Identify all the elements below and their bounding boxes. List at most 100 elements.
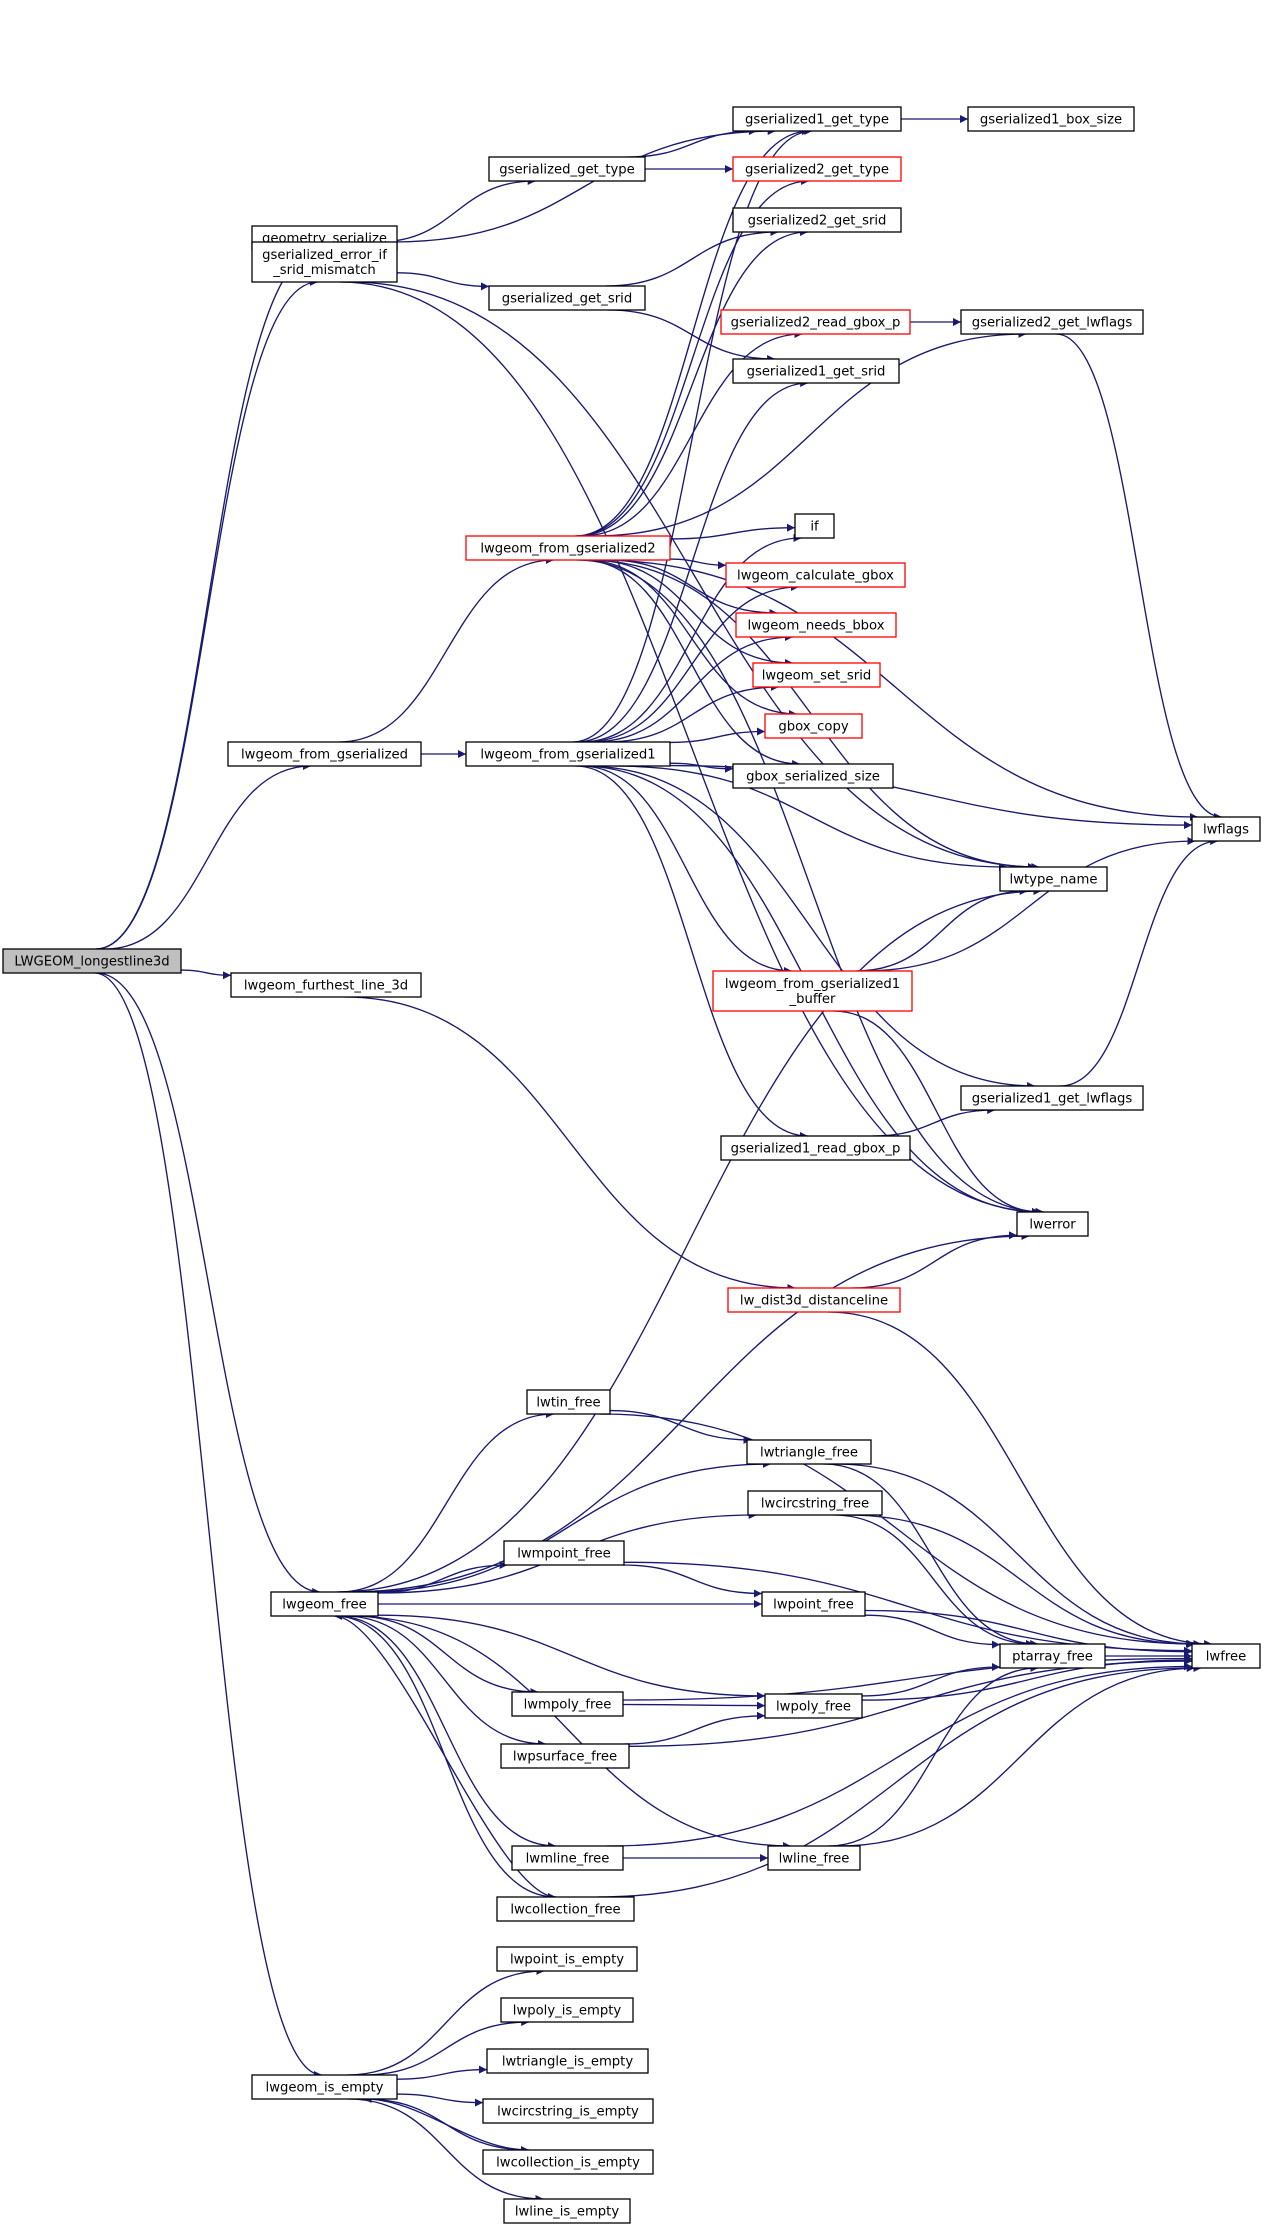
node-label: lwpoly_free (776, 1700, 851, 1715)
edge-root-to-geometry-serialize (95, 246, 321, 950)
edge-lwgeom-from-gserialized2-to-lwgeom-needs-bbox (606, 559, 778, 617)
node-gserialized2-get-srid[interactable]: gserialized2_get_srid (732, 207, 902, 233)
node-label: lwgeom_from_gserialized1 (725, 977, 900, 992)
node-box (251, 241, 398, 283)
node-lwmline-free[interactable]: lwmline_free (511, 1845, 624, 1871)
node-box (482, 2098, 654, 2124)
node-lwcollection-free[interactable]: lwcollection_free (496, 1896, 635, 1922)
node-box (794, 513, 835, 539)
node-lwtriangle-is-empty[interactable]: lwtriangle_is_empty (486, 2048, 649, 2074)
node-lwmpoint-free[interactable]: lwmpoint_free (503, 1540, 625, 1566)
node-label: lwmline_free (526, 1852, 610, 1867)
node-lwflags[interactable]: lwflags (1191, 816, 1261, 842)
node-box (727, 1287, 901, 1313)
edge-gserialized-error-if-srid-mismatch-to-lwtype-name (348, 281, 1040, 871)
node-label: lwgeom_from_gserialized2 (480, 542, 655, 557)
edge-lwline-free-to-lwfree (838, 1664, 1202, 1847)
node-gserialized1-get-srid[interactable]: gserialized1_get_srid (732, 358, 900, 384)
node-gserialized-get-srid[interactable]: gserialized_get_srid (488, 285, 646, 311)
node-gserialized1-get-type[interactable]: gserialized1_get_type (732, 106, 902, 132)
edge-lwgeom-from-gserialized2-to-gserialized2-get-lwflags (593, 330, 1027, 537)
edge-lwgeom-from-gserialized1-to-gbox-copy (669, 727, 766, 744)
node-lwtype-name[interactable]: lwtype_name (999, 866, 1108, 892)
node-lwgeom-free[interactable]: lwgeom_free (270, 1591, 379, 1617)
node-ptarray-free[interactable]: ptarray_free (999, 1643, 1106, 1669)
node-box (725, 562, 906, 588)
node-label: gserialized2_get_type (745, 163, 889, 178)
node-lw-dist3d-distanceline[interactable]: lw_dist3d_distanceline (727, 1287, 901, 1313)
node-label: if (810, 520, 819, 535)
node-label: lwgeom_from_gserialized (241, 748, 408, 763)
edge-lwmpoint-free-to-lwpoint-free (622, 1564, 763, 1598)
node-lwline-free[interactable]: lwline_free (767, 1845, 861, 1871)
node-lwline-is-empty[interactable]: lwline_is_empty (503, 2198, 631, 2224)
node-lwgeom-from-gserialized1-buffer[interactable]: lwgeom_from_gserialized1_buffer (712, 970, 913, 1012)
node-gserialized1-read-gbox-p[interactable]: gserialized1_read_gbox_p (720, 1135, 911, 1161)
node-lwcircstring-is-empty[interactable]: lwcircstring_is_empty (482, 2098, 654, 2124)
node-lwtriangle-free[interactable]: lwtriangle_free (746, 1439, 872, 1465)
edge-lwgeom-is-empty-to-lwpoly-is-empty (362, 2018, 530, 2076)
node-lwerror[interactable]: lwerror (1016, 1211, 1089, 1237)
node-gbox-copy[interactable]: gbox_copy (764, 713, 863, 739)
node-box (500, 1743, 630, 1769)
node-label: lwpoint_free (773, 1598, 854, 1613)
node-lwgeom-set-srid[interactable]: lwgeom_set_srid (752, 662, 881, 688)
edge-gserialized1-get-lwflags-to-lwflags (1059, 837, 1219, 1087)
node-box (503, 2198, 631, 2224)
node-gserialized2-get-type[interactable]: gserialized2_get_type (732, 156, 902, 182)
edge-lwgeom-free-to-lwerror (347, 1232, 1030, 1593)
edge-lwtriangle-free-to-ptarray-free (823, 1463, 1039, 1648)
edge-root-to-lwgeom-furthest-line-3d (180, 969, 232, 980)
edge-lwgeom-is-empty-to-lwcircstring-is-empty (396, 2093, 484, 2107)
node-label: lwcollection_free (510, 1903, 620, 1918)
node-lwcollection-is-empty[interactable]: lwcollection_is_empty (482, 2149, 654, 2175)
edge-root-to-lwgeom-free (96, 972, 321, 1596)
edge-lwgeom-furthest-line-3d-to-lw-dist3d-distanceline (344, 996, 796, 1292)
node-lwpoly-free[interactable]: lwpoly_free (764, 1693, 863, 1719)
node-lwpoint-is-empty[interactable]: lwpoint_is_empty (496, 1946, 638, 1972)
edge-root-to-gserialized-error-if-srid-mismatch (95, 278, 318, 950)
node-if[interactable]: if (794, 513, 835, 539)
node-root[interactable]: LWGEOM_longestline3d (2, 948, 182, 974)
node-box (712, 970, 913, 1012)
node-label: gserialized2_get_srid (748, 214, 887, 229)
node-lwpoly-is-empty[interactable]: lwpoly_is_empty (500, 1997, 634, 2023)
edge-lwgeom-free-to-lwmpoly-free (353, 1615, 539, 1696)
node-gbox-serialized-size[interactable]: gbox_serialized_size (732, 763, 894, 789)
edge-lwgeom-from-gserialized2-to-lwflags (596, 559, 1198, 821)
edge-lwmpoly-free-to-lwpoly-free (622, 1701, 766, 1710)
node-lwgeom-furthest-line-3d[interactable]: lwgeom_furthest_line_3d (230, 972, 422, 998)
edge-lwcircstring-free-to-ptarray-free (833, 1514, 1034, 1648)
edge-lwgeom-from-gserialized1-to-if (580, 534, 802, 743)
node-lwpsurface-free[interactable]: lwpsurface_free (500, 1743, 630, 1769)
node-box (720, 309, 911, 335)
node-lwmpoly-free[interactable]: lwmpoly_free (511, 1691, 624, 1717)
edge-lwgeom-from-gserialized1-buffer-to-lwflags (863, 837, 1196, 972)
node-box (1016, 1211, 1089, 1237)
node-label: gserialized2_get_lwflags (972, 316, 1133, 331)
node-lwfree[interactable]: lwfree (1191, 1643, 1261, 1669)
node-box (251, 2074, 398, 2100)
node-label: gserialized_get_srid (502, 292, 632, 307)
node-lwpoint-free[interactable]: lwpoint_free (761, 1591, 866, 1617)
edge-lwtriangle-free-to-lwfree (833, 1463, 1202, 1648)
node-gserialized-get-type[interactable]: gserialized_get_type (488, 156, 646, 182)
node-lwgeom-from-gserialized2[interactable]: lwgeom_from_gserialized2 (465, 535, 671, 561)
node-lwgeom-from-gserialized1[interactable]: lwgeom_from_gserialized1 (465, 741, 671, 767)
node-gserialized1-get-lwflags[interactable]: gserialized1_get_lwflags (960, 1085, 1144, 1111)
edge-lwgeom-free-to-lwmline-free (335, 1615, 557, 1850)
node-gserialized2-get-lwflags[interactable]: gserialized2_get_lwflags (960, 309, 1144, 335)
node-lwgeom-from-gserialized[interactable]: lwgeom_from_gserialized (227, 741, 422, 767)
node-label: gserialized_error_if (262, 248, 387, 263)
node-gserialized1-box-size[interactable]: gserialized1_box_size (967, 106, 1135, 132)
node-gserialized2-read-gbox-p[interactable]: gserialized2_read_gbox_p (720, 309, 911, 335)
edge-gserialized-error-if-srid-mismatch-to-gserialized-get-srid (396, 272, 490, 291)
node-lwgeom-calculate-gbox[interactable]: lwgeom_calculate_gbox (725, 562, 906, 588)
node-lwgeom-needs-bbox[interactable]: lwgeom_needs_bbox (735, 612, 897, 638)
node-lwcircstring-free[interactable]: lwcircstring_free (747, 1490, 883, 1516)
edge-lwgeom-from-gserialized1-to-gserialized1-get-lwflags (584, 765, 1036, 1090)
node-lwtin-free[interactable]: lwtin_free (526, 1389, 611, 1415)
node-lwgeom-is-empty[interactable]: lwgeom_is_empty (251, 2074, 398, 2100)
node-gserialized-error-if-srid-mismatch[interactable]: gserialized_error_if_srid_mismatch (251, 241, 398, 283)
edge-lwgeom-free-to-lwpsurface-free (343, 1615, 547, 1748)
